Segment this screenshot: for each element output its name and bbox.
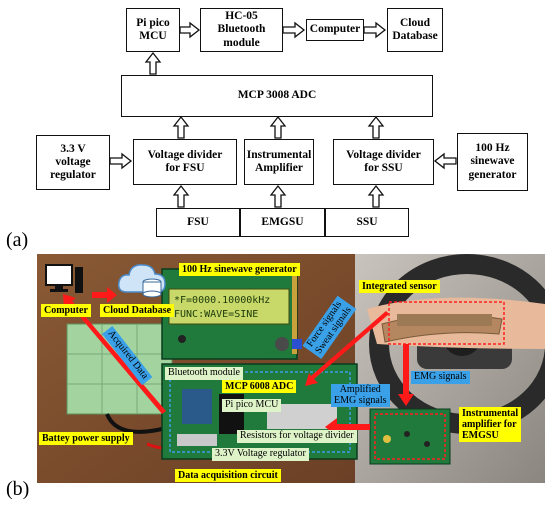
arrow-ssu-vdssu: [367, 184, 385, 208]
arrow-vdssu-adc: [367, 115, 385, 139]
label-daq-circuit: Data acquisition circuit: [175, 469, 281, 482]
label-pico-mcu: Pi pico MCU: [222, 399, 282, 412]
block-voltage-divider-ssu: Voltage divider for SSU: [333, 139, 434, 185]
block-sinewave-generator: 100 Hz sinewave generator: [457, 133, 528, 191]
arrow-regulator-vdfsu: [109, 152, 133, 170]
label-integrated-sensor: Integrated sensor: [359, 280, 440, 293]
label-computer: Computer: [41, 304, 91, 317]
arrow-pico-hc05: [179, 21, 201, 39]
cloud-database-icon: [117, 260, 169, 298]
label-regulator: 3.3V Voltage regulator: [212, 448, 309, 461]
lcd-line-1: *F=0000.10000kHz: [174, 295, 271, 306]
arrow-hc05-computer: [282, 21, 306, 39]
panel-label-b: (b): [6, 478, 30, 500]
block-pico-mcu: Pi pico MCU: [126, 8, 180, 52]
arrow-sine-vdssu: [433, 152, 457, 170]
block-voltage-divider-fsu: Voltage divider for FSU: [133, 139, 237, 185]
panel-label-a: (a): [6, 229, 29, 251]
block-hc05: HC-05 Bluetooth module: [200, 8, 283, 52]
lcd-line-2: FUNC:WAVE=SINE: [174, 309, 259, 320]
block-fsu: FSU: [156, 208, 240, 237]
label-bluetooth-module: Bluetooth module: [165, 367, 243, 380]
arrow-adc-pico: [144, 51, 162, 75]
block-ssu: SSU: [325, 208, 409, 237]
block-computer: Computer: [306, 19, 364, 41]
arrow-amp-adc: [269, 115, 287, 139]
block-mcp3008-adc: MCP 3008 ADC: [121, 75, 433, 117]
label-emg-signals: EMG signals: [411, 371, 470, 384]
label-battery: Battey power supply: [39, 432, 133, 445]
label-cloud-database: Cloud Database: [100, 304, 175, 317]
label-amplified-emg: Amplified EMG signals: [331, 384, 390, 407]
block-emgsu: EMGSU: [240, 208, 325, 237]
block-cloud-database: Cloud Database: [387, 8, 443, 52]
label-instrumental-amplifier: Instrumental amplifier for EMGSU: [459, 407, 522, 442]
label-sine-generator: 100 Hz sinewave generator: [179, 263, 300, 276]
arrow-fsu-vdfsu: [172, 184, 190, 208]
arrow-emgsu-amp: [269, 184, 287, 208]
label-mcp6008-adc: MCP 6008 ADC: [222, 380, 297, 393]
arrow-computer-cloud: [363, 21, 387, 39]
hardware-photo: *F=0000.10000kHz FUNC:WAVE=SINE 100 Hz s…: [37, 254, 545, 483]
block-regulator: 3.3 V voltage regulator: [36, 135, 110, 190]
arrow-vdfsu-adc: [172, 115, 190, 139]
block-instrumental-amplifier: Instrumental Amplifier: [244, 139, 314, 185]
label-resistors: Resistors for voltage divider: [237, 430, 357, 443]
computer-icon: [45, 264, 85, 298]
